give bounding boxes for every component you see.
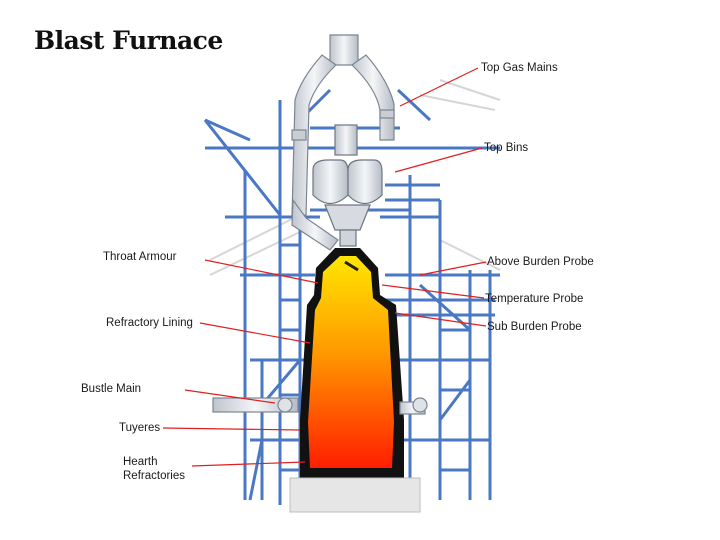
label-above-burden-probe: Above Burden Probe — [487, 256, 594, 268]
hearth-foundation — [289, 477, 421, 513]
label-hearth-line1: Hearth — [123, 456, 158, 468]
top-bins — [312, 124, 383, 247]
top-gas-mains-pipes — [291, 34, 395, 251]
label-throat-armour: Throat Armour — [103, 251, 177, 263]
label-hearth-line2: Refractories — [123, 470, 185, 482]
furnace-interior — [308, 256, 394, 468]
label-hearth-refractories: Hearth Refractories — [123, 455, 185, 483]
label-top-bins: Top Bins — [484, 142, 529, 154]
bustle-main-pipe — [212, 397, 428, 415]
label-sub-burden-probe: Sub Burden Probe — [487, 321, 582, 333]
label-temperature-probe: Temperature Probe — [485, 293, 584, 305]
background-scaffolding — [209, 79, 501, 276]
diagram-title: Blast Furnace — [34, 26, 223, 55]
leader-lines — [162, 67, 487, 467]
label-tuyeres: Tuyeres — [119, 422, 161, 434]
label-bustle-main: Bustle Main — [81, 383, 142, 395]
label-refractory-lining: Refractory Lining — [106, 317, 193, 329]
label-top-gas-mains: Top Gas Mains — [481, 62, 558, 74]
